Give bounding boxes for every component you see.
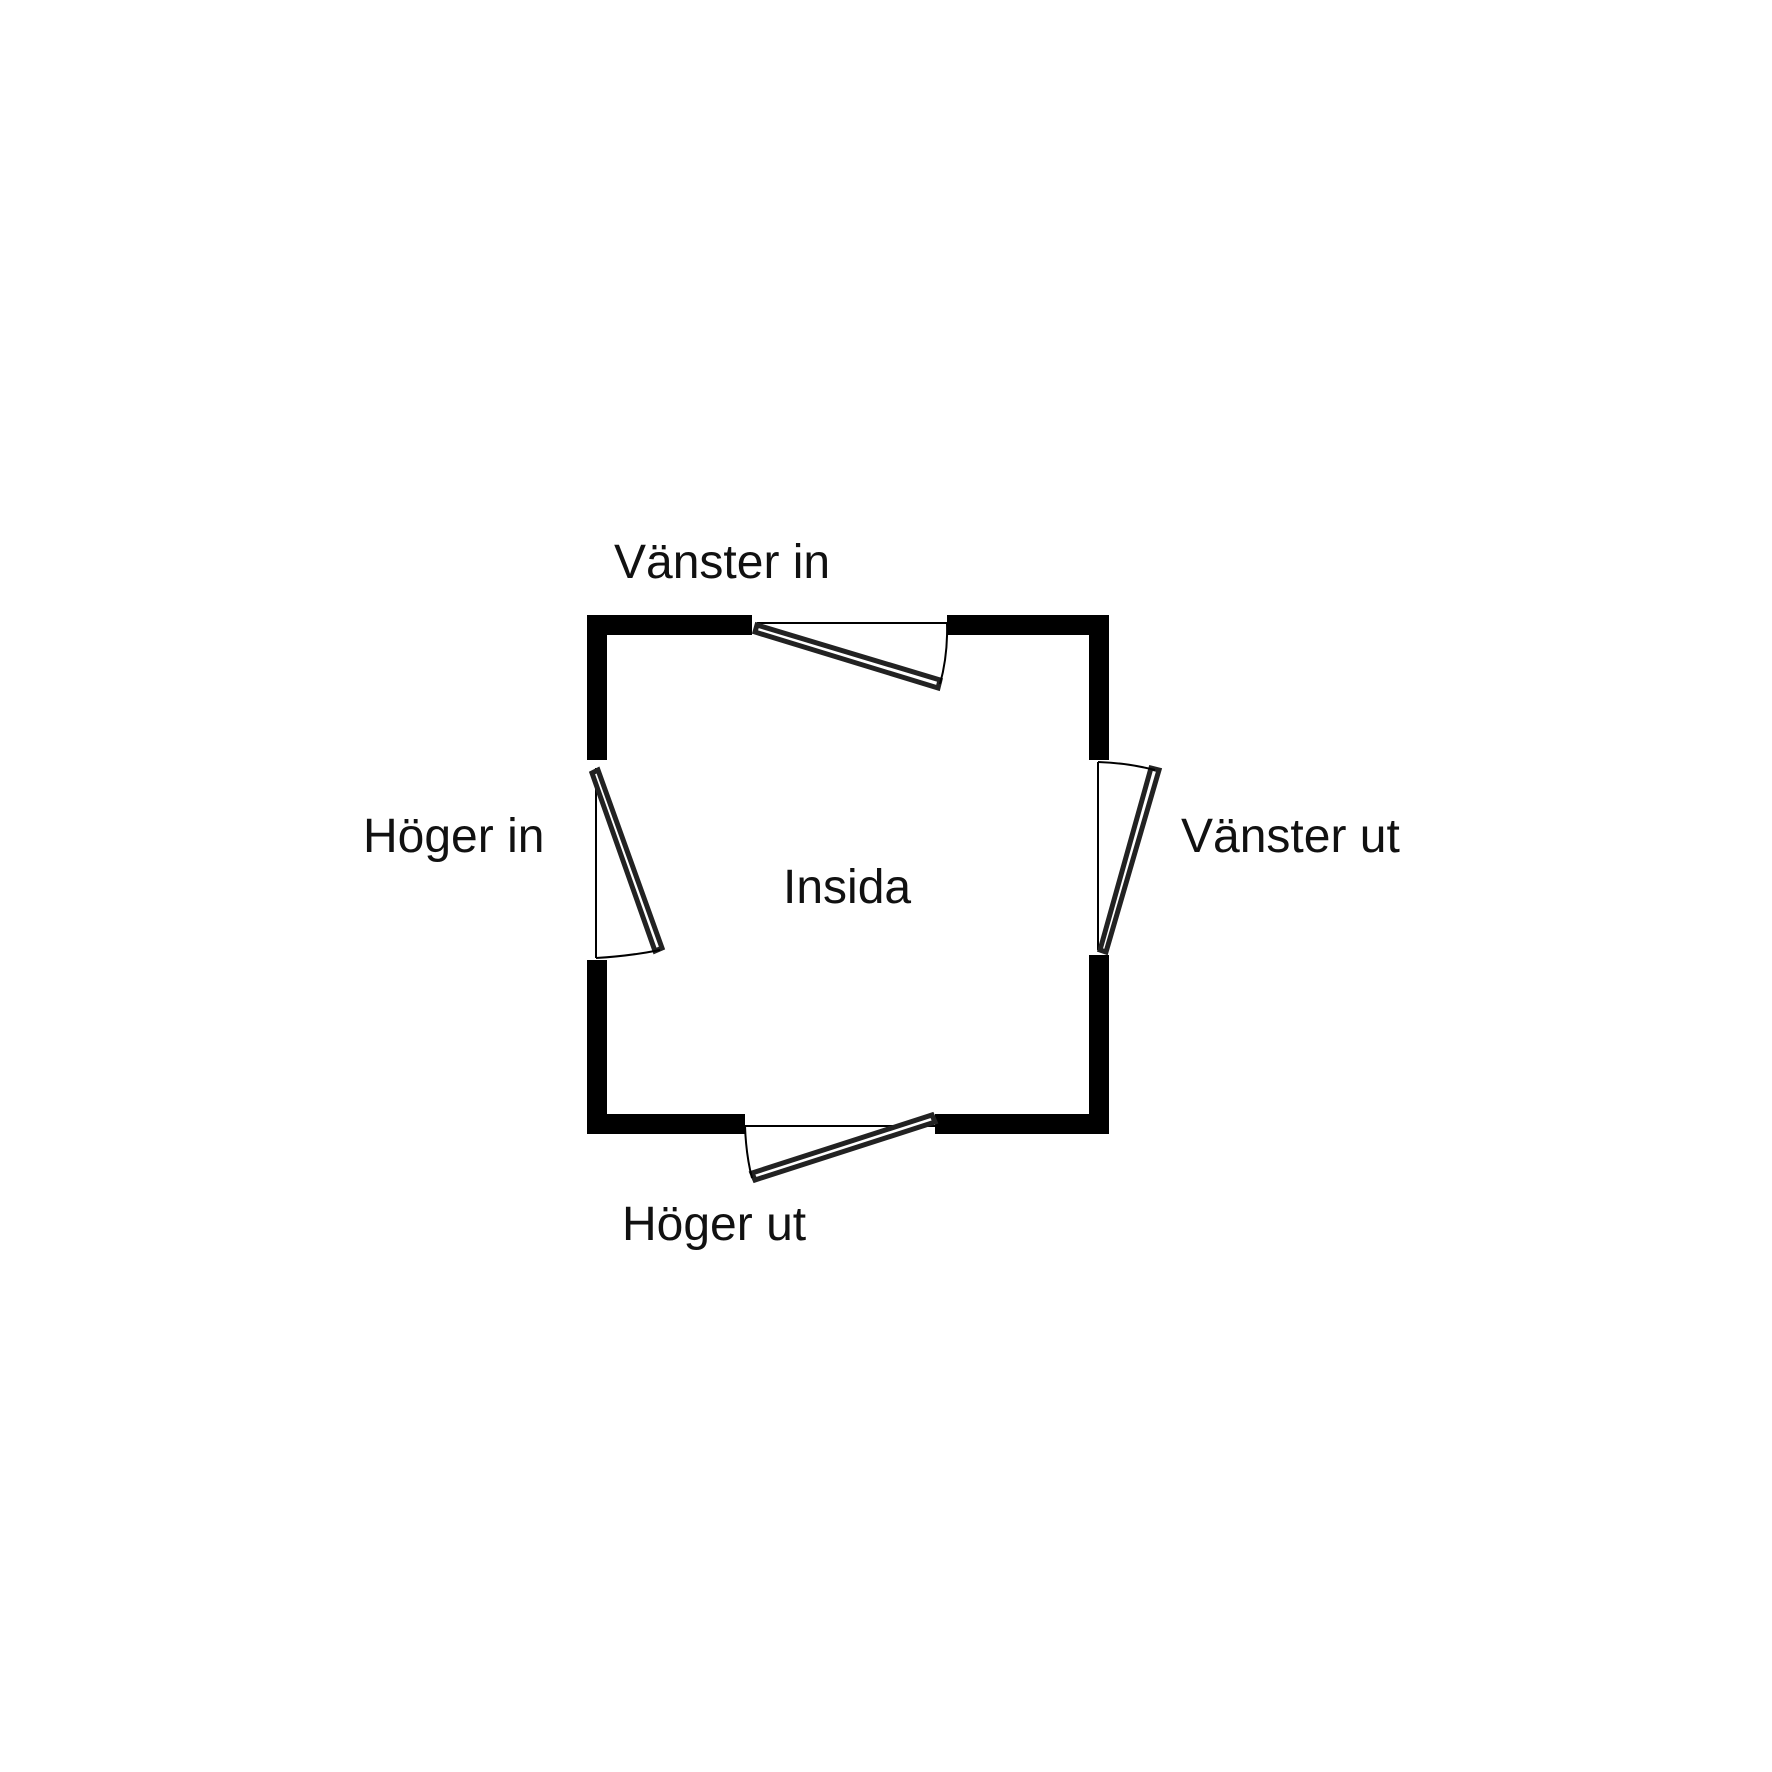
door-left-hoger-in (588, 766, 666, 959)
door-swing-arc-right (1097, 761, 1156, 771)
door-swing-arc-bottom (744, 1125, 753, 1179)
door-swing-arc-left (595, 949, 661, 959)
door-leaf-top (751, 621, 944, 692)
label-hoger-ut: Höger ut (622, 1198, 806, 1251)
door-leaf-bottom (748, 1111, 939, 1184)
label-hoger-in: Höger in (363, 810, 544, 863)
door-leaf-right (1096, 764, 1163, 956)
wall-top-right (947, 615, 1109, 760)
door-swing-arc-top (939, 622, 949, 685)
door-leaf-left (588, 766, 666, 955)
door-top-vanster-in (751, 621, 949, 692)
label-insida: Insida (783, 861, 911, 914)
door-right-vanster-ut (1096, 761, 1163, 956)
label-vanster-in: Vänster in (614, 536, 830, 589)
door-bottom-hoger-ut (744, 1111, 939, 1184)
label-vanster-ut: Vänster ut (1181, 810, 1400, 863)
wall-bottom-left (587, 960, 745, 1134)
wall-right-lower (935, 955, 1109, 1134)
room-walls (587, 615, 1109, 1134)
wall-top-left (587, 615, 752, 760)
